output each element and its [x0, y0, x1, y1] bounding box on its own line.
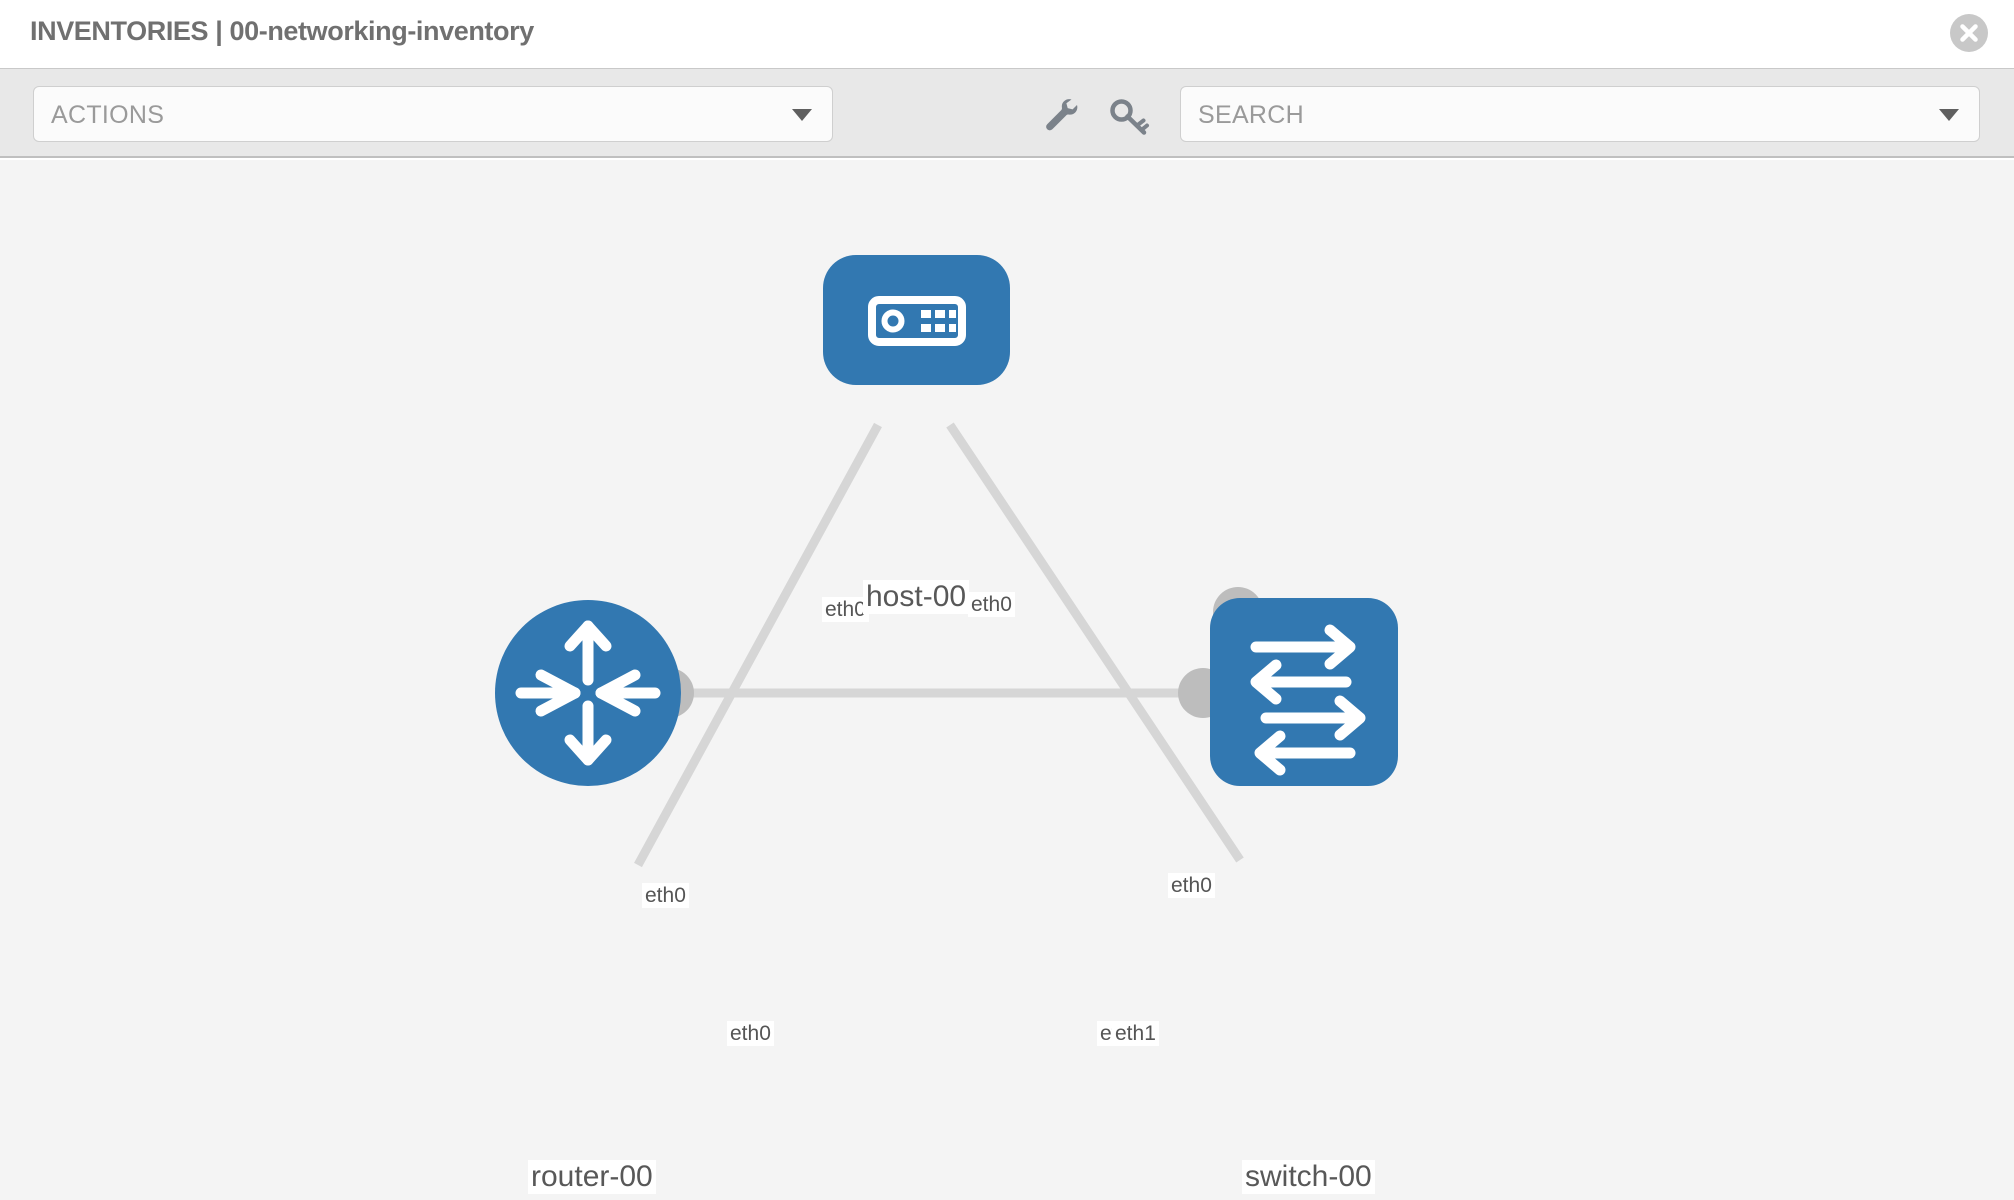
link-host-switch: [946, 422, 1244, 863]
iface-label-host-right: eth0: [968, 592, 1015, 617]
topology-graph: [495, 255, 1398, 868]
chevron-down-icon: [1939, 109, 1959, 121]
node-host-00: [823, 255, 1010, 385]
iface-label-host-left: eth0: [822, 597, 869, 622]
link-host-router: [634, 422, 882, 868]
iface-label-router-up: eth0: [642, 883, 689, 908]
node-router-00: [495, 600, 681, 786]
router-icon: [515, 620, 661, 766]
server-icon: [868, 296, 966, 346]
chevron-down-icon: [792, 109, 812, 121]
node-label-switch-00: switch-00: [1242, 1160, 1375, 1194]
wrench-icon[interactable]: [1038, 93, 1084, 139]
close-icon[interactable]: [1950, 14, 1988, 52]
search-placeholder: SEARCH: [1198, 101, 1304, 129]
switch-icon: [1250, 624, 1366, 776]
node-label-host-00: host-00: [863, 580, 970, 614]
iface-label-switch-left-b: eth1: [1112, 1021, 1159, 1046]
search-input[interactable]: SEARCH: [1180, 86, 1980, 142]
actions-dropdown-label: ACTIONS: [51, 101, 165, 129]
node-label-router-00: router-00: [528, 1160, 656, 1194]
actions-dropdown[interactable]: ACTIONS: [33, 86, 833, 142]
title-bar: INVENTORIES | 00-networking-inventory: [0, 0, 2014, 68]
toolbar: ACTIONS SEARCH: [0, 68, 2014, 158]
iface-label-router-right: eth0: [727, 1021, 774, 1046]
iface-label-switch-up: eth0: [1168, 873, 1215, 898]
topology-canvas[interactable]: eth0 host-00 eth0 eth0 eth0 eth0 eth0 et…: [0, 160, 2014, 1200]
topology-links: [634, 422, 1244, 868]
key-icon[interactable]: [1106, 93, 1152, 139]
page-title: INVENTORIES | 00-networking-inventory: [30, 16, 534, 46]
node-switch-00: [1210, 598, 1398, 786]
